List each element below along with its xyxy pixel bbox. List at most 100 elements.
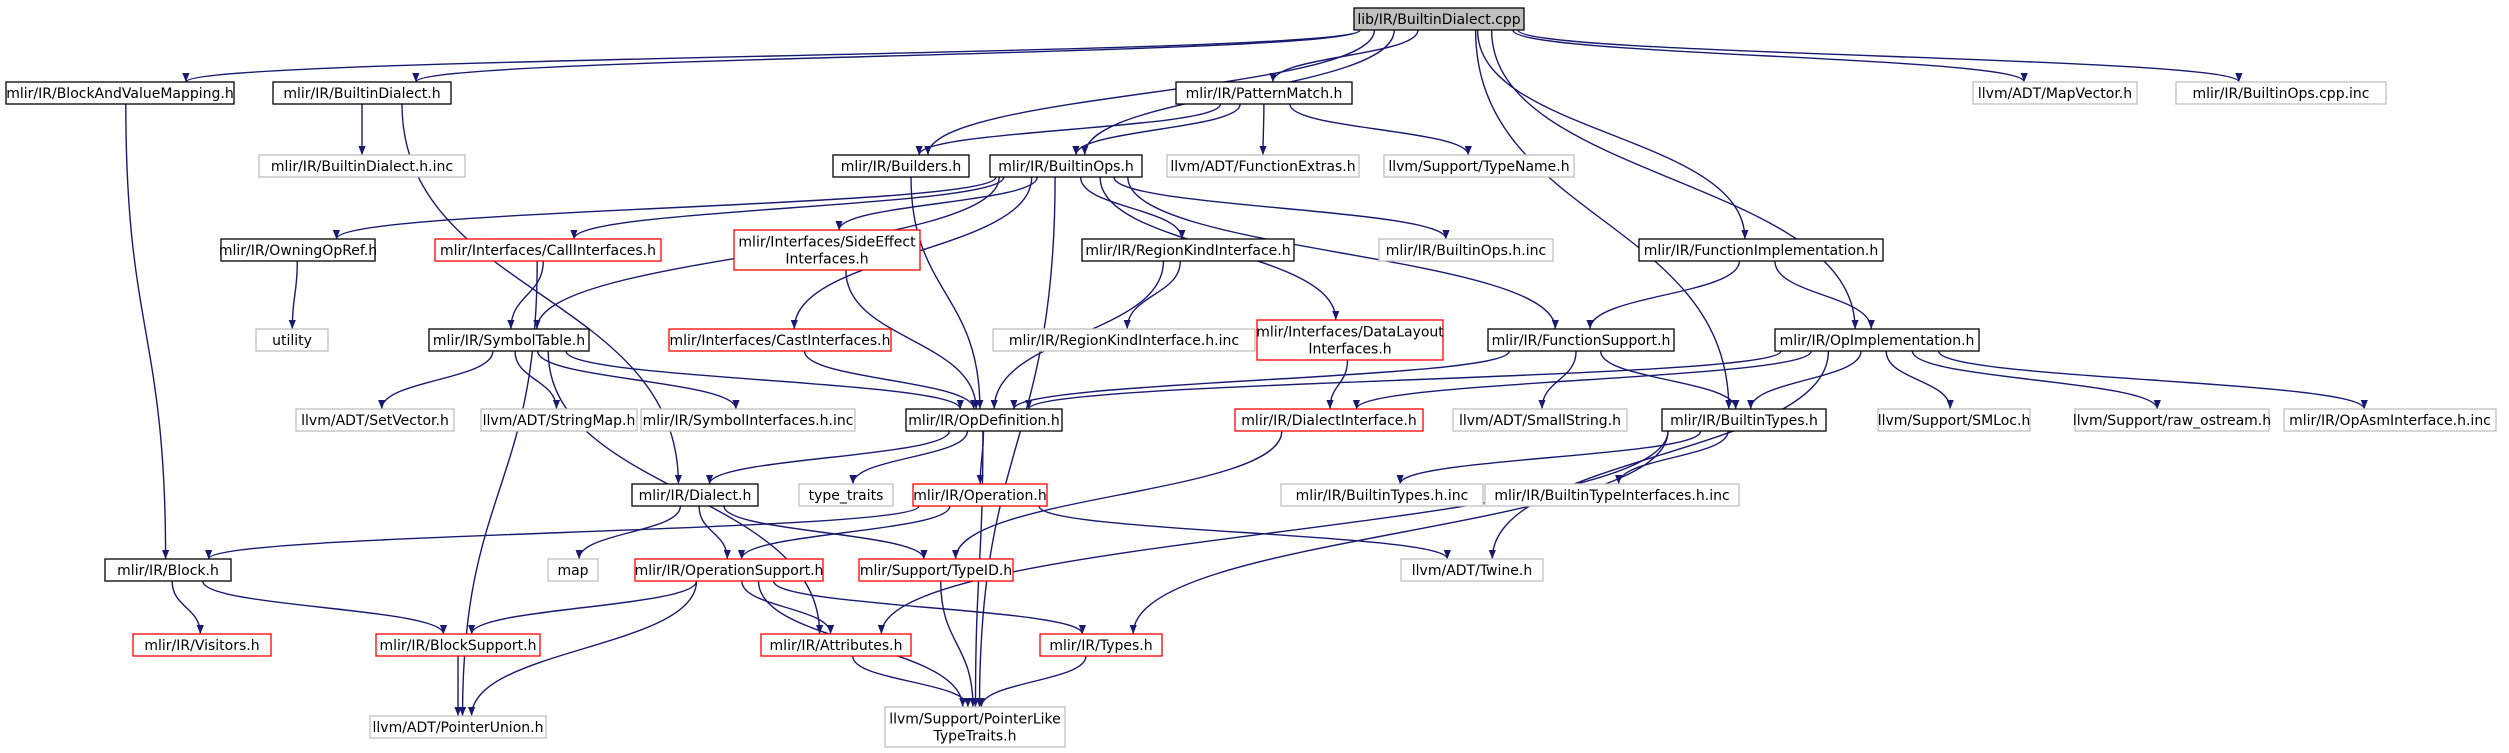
node-box-rawostream [2074,408,2270,432]
node-label: llvm/ADT/StringMap.h [483,413,636,429]
node-box-funcimpl [1638,238,1884,262]
node-visitors[interactable]: mlir/IR/Visitors.h [132,633,272,657]
node-box-typename [1383,154,1575,178]
edge-dialect-to-typeid [723,505,928,560]
node-opasm: mlir/IR/OpAsmInterface.h.inc [2283,408,2497,432]
node-bdialect[interactable]: mlir/IR/BuiltinDialect.h [272,81,452,105]
dependency-edges [125,29,2368,717]
node-label: Interfaces.h [785,252,868,268]
node-box-bdialectinc [258,154,466,178]
node-box-builtintypesinc [1280,483,1484,507]
edge-symtable-to-opdef [565,350,964,410]
node-funcimpl[interactable]: mlir/IR/FunctionImplementation.h [1638,238,1884,262]
node-blockvm[interactable]: mlir/IR/BlockAndValueMapping.h [5,81,235,105]
node-box-block [104,558,232,582]
node-regionkindinc: mlir/IR/RegionKindInterface.h.inc [992,328,1256,352]
node-map: map [547,558,599,582]
edge-patternmatch-to-builders [915,103,1222,156]
node-box-sideeffect [733,229,921,271]
node-box-builtinopsinc [1378,238,1554,262]
node-box-types [1039,633,1163,657]
edge-funcsupport-to-opdef [1010,350,1511,410]
node-types[interactable]: mlir/IR/Types.h [1039,633,1163,657]
node-opimpl[interactable]: mlir/IR/OpImplementation.h [1774,328,1980,352]
node-block[interactable]: mlir/IR/Block.h [104,558,232,582]
node-box-pointerunion [369,715,547,739]
node-builtintypesinc: mlir/IR/BuiltinTypes.h.inc [1280,483,1484,507]
node-label: mlir/IR/BuiltinDialect.h.inc [271,159,453,175]
node-box-builders [832,154,970,178]
node-label: llvm/ADT/MapVector.h [1978,86,2132,102]
edge-opsupport-to-attributes [741,580,835,635]
edge-builtintypes-to-builtintypeif [1615,430,1729,485]
edge-funcsupport-to-builtintypes [1599,350,1740,410]
node-label: mlir/Interfaces/SideEffect [738,235,916,251]
node-label: mlir/IR/BuiltinOps.h [998,159,1134,175]
node-label: mlir/IR/OwningOpRef.h [219,243,377,259]
node-label: mlir/IR/BuiltinTypeInterfaces.h.inc [1494,488,1729,504]
edge-root-to-patternmatch [1269,29,1419,83]
node-mapvector: llvm/ADT/MapVector.h [1972,81,2138,105]
edge-opdef-to-typetraits [849,430,969,485]
node-builtintypes[interactable]: mlir/IR/BuiltinTypes.h [1661,408,1827,432]
node-attributes[interactable]: mlir/IR/Attributes.h [760,633,912,657]
node-box-pointerlike [884,706,1066,748]
edge-symtable-to-symif [537,350,740,410]
node-label: mlir/IR/FunctionSupport.h [1492,333,1671,349]
node-patternmatch[interactable]: mlir/IR/PatternMatch.h [1175,81,1353,105]
edge-typeid-to-pointerlike [940,580,977,708]
node-rawostream: llvm/Support/raw_ostream.h [2073,408,2271,432]
node-box-funcextras [1166,154,1360,178]
node-callif[interactable]: mlir/Interfaces/CallInterfaces.h [434,238,662,262]
node-box-datalayout [1256,319,1444,361]
node-label: mlir/IR/BuiltinTypes.h [1670,413,1818,429]
node-box-builtintypes [1661,408,1827,432]
node-funcsupport[interactable]: mlir/IR/FunctionSupport.h [1487,328,1675,352]
node-operation[interactable]: mlir/IR/Operation.h [912,483,1048,507]
node-blocksupport[interactable]: mlir/IR/BlockSupport.h [375,633,541,657]
node-label: mlir/IR/SymbolTable.h [433,333,585,349]
edge-operation-to-block [205,505,920,560]
edge-funcsupport-to-smallstring [1538,350,1577,410]
edge-funcimpl-to-funcsupport [1586,260,1741,330]
node-opsupport[interactable]: mlir/IR/OperationSupport.h [634,558,824,582]
edge-opimpl-to-smloc [1885,350,1954,410]
node-dialectif[interactable]: mlir/IR/DialectInterface.h [1234,408,1424,432]
node-box-builtinopscpp [2175,81,2387,105]
edge-root-to-builtintypes [1474,29,1733,410]
node-label: type_traits [809,488,884,504]
node-regionkind[interactable]: mlir/IR/RegionKindInterface.h [1081,238,1295,262]
node-opdef[interactable]: mlir/IR/OpDefinition.h [905,408,1063,432]
edge-builtinops-to-owningop [332,176,997,240]
node-pointerunion: llvm/ADT/PointerUnion.h [369,715,547,739]
node-box-root [1353,7,1525,31]
node-label: mlir/IR/BuiltinOps.cpp.inc [2192,86,2369,102]
node-root[interactable]: lib/IR/BuiltinDialect.cpp [1353,7,1525,31]
node-label: mlir/IR/Operation.h [913,488,1046,504]
node-dialect[interactable]: mlir/IR/Dialect.h [631,483,759,507]
node-label: lib/IR/BuiltinDialect.cpp [1357,12,1520,28]
node-box-twine [1400,558,1544,582]
edge-attributes-to-pointerlike [852,655,972,708]
node-label: llvm/Support/SMLoc.h [1878,413,2031,429]
node-label: mlir/Interfaces/CastInterfaces.h [669,333,890,349]
node-box-dialect [631,483,759,507]
node-label: mlir/IR/Dialect.h [639,488,752,504]
node-builders[interactable]: mlir/IR/Builders.h [832,154,970,178]
node-castif[interactable]: mlir/Interfaces/CastInterfaces.h [668,328,892,352]
node-builtinops[interactable]: mlir/IR/BuiltinOps.h [989,154,1143,178]
node-label: mlir/IR/Types.h [1049,638,1152,654]
edge-builtinops-to-funcsupport [1127,176,1559,330]
node-label: mlir/IR/BuiltinTypes.h.inc [1296,488,1469,504]
edge-dialect-to-opsupport [698,505,731,560]
node-typeid[interactable]: mlir/Support/TypeID.h [858,558,1014,582]
node-smallstring: llvm/ADT/SmallString.h [1452,408,1628,432]
node-box-owningop [220,238,376,262]
edge-block-to-blocksupport [202,580,448,635]
node-owningop[interactable]: mlir/IR/OwningOpRef.h [219,238,377,262]
node-box-builtintypeif [1484,483,1740,507]
node-setvector: llvm/ADT/SetVector.h [295,408,455,432]
node-symtable[interactable]: mlir/IR/SymbolTable.h [428,328,590,352]
